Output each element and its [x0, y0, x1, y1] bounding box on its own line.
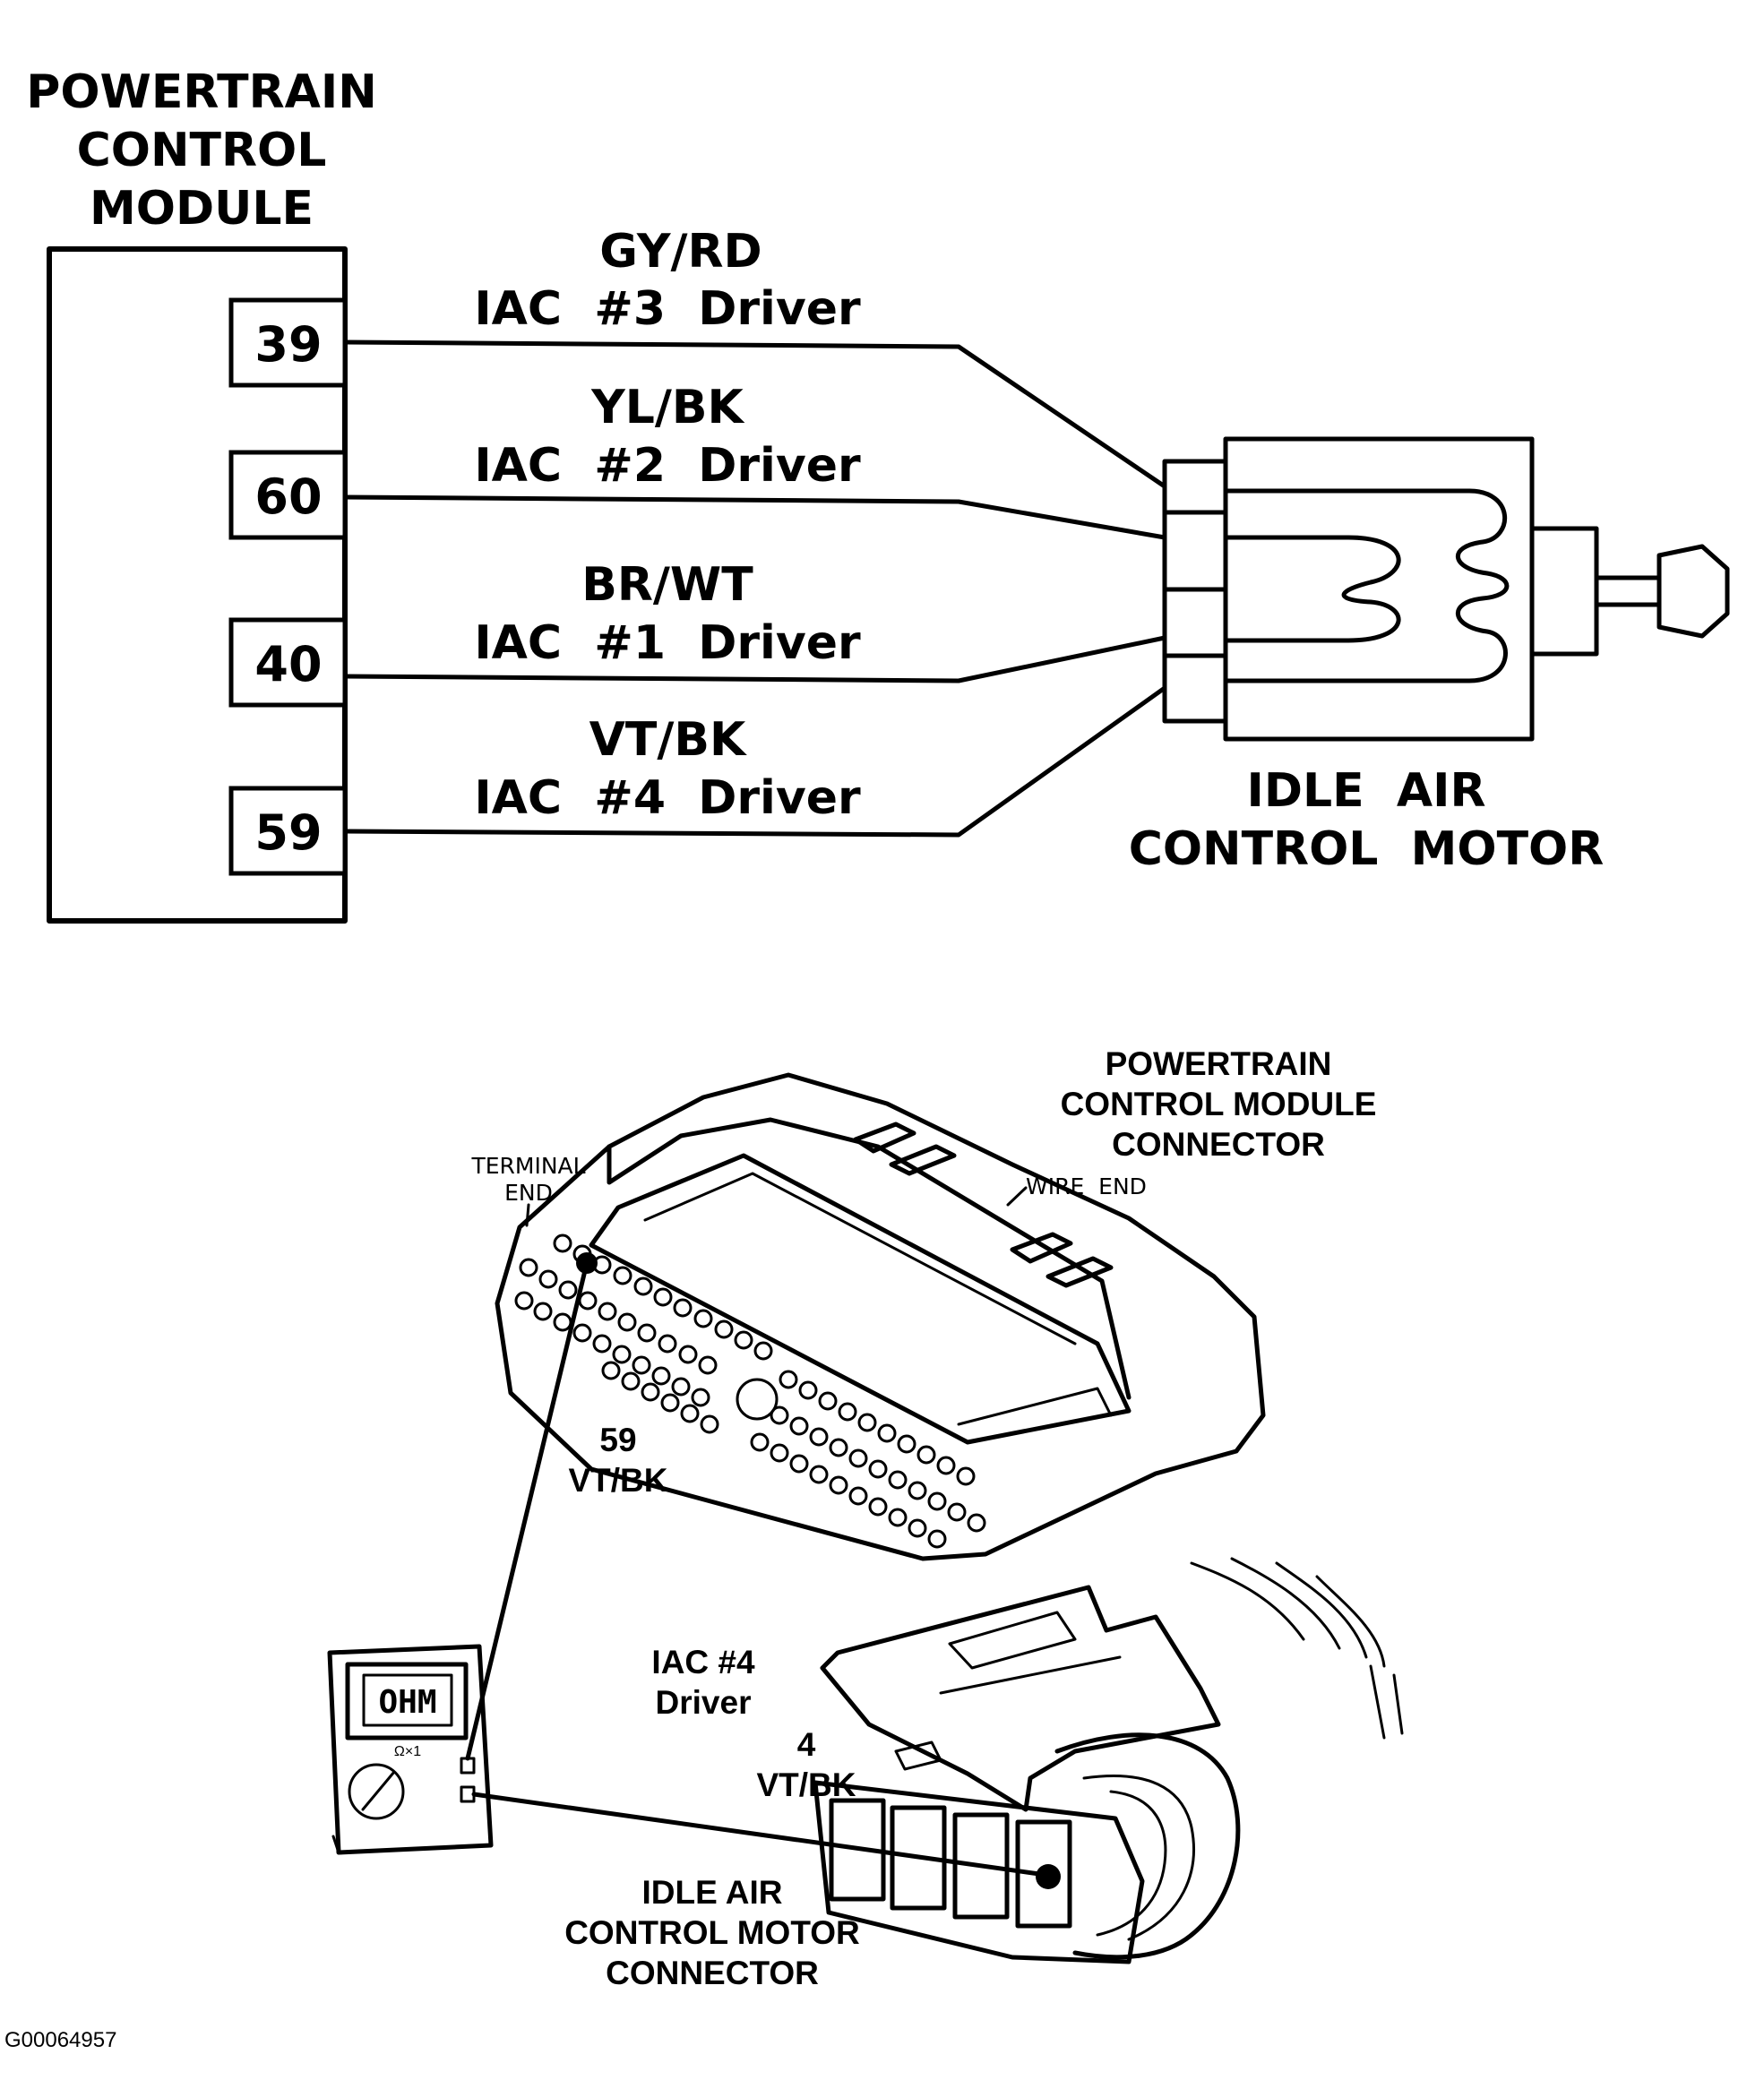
pin-number-59: 59 — [254, 804, 322, 861]
harness-wire-1 — [1190, 1561, 1305, 1641]
test-lead-positive — [465, 1260, 589, 1761]
wire-color-gy-rd: GY/RD — [599, 225, 762, 279]
wire-function-iac-1: IAC #1 Driver — [474, 616, 861, 670]
wire-iac-4 — [342, 685, 1167, 838]
motor-label-line-2: CONTROL MOTOR — [1129, 822, 1605, 876]
iac-terminal-cavity-4 — [1015, 1819, 1072, 1929]
iac-driver-label-line-1: IAC #4 — [651, 1644, 755, 1680]
idle-air-control-motor-symbol: IDLE AIR CONTROL MOTOR — [1129, 436, 1730, 876]
ohmmeter-display — [362, 1673, 453, 1727]
winding-leads-1 — [1223, 535, 1351, 643]
harness-wire-4 — [1315, 1575, 1386, 1668]
pin4-label-line-1: 4 — [797, 1726, 816, 1763]
iac-connector-body — [813, 1780, 1145, 1964]
pcm-connector-latch-1 — [853, 1122, 957, 1176]
ohmmeter-reading: OHM — [378, 1684, 436, 1721]
wire-color-br-wt: BR/WT — [581, 558, 753, 612]
ohmmeter-display-bezel — [345, 1662, 469, 1740]
wire-color-vt-bk: VT/BK — [589, 713, 747, 767]
pcm-title-line-1: POWERTRAIN — [26, 65, 377, 119]
wire-runs: GY/RD IAC #3 Driver YL/BK IAC #2 Driver … — [342, 225, 1167, 838]
pin4-label-line-2: VT/BK — [757, 1766, 856, 1803]
pin-box-39 — [228, 297, 348, 388]
wire-function-iac-2: IAC #2 Driver — [474, 439, 861, 493]
iac-connector-illustration: IAC #4 Driver 4 VT/BK IDLE AIR CONTROL M… — [564, 1557, 1404, 1991]
iac-boot-ridge-1 — [1082, 1774, 1195, 1941]
wire-color-yl-bk: YL/BK — [590, 381, 744, 434]
iac-latch-edge — [939, 1655, 1122, 1695]
pcm-connector-latch-2 — [1010, 1232, 1114, 1288]
pin-number-39: 39 — [254, 316, 322, 373]
test-leads — [465, 1260, 1042, 1877]
pcm-title-line-2: CONTROL — [77, 124, 327, 177]
pcm-connector-latch-rib — [957, 1387, 1113, 1426]
pcm-connector-housing — [495, 1072, 1266, 1561]
pin-box-40 — [228, 617, 348, 708]
pin-number-40: 40 — [254, 636, 322, 692]
pcm-connector-illustration: POWERTRAIN CONTROL MODULE CONNECTOR TERM… — [470, 1045, 1377, 1561]
iac-connector-label-line-2: CONTROL MOTOR — [564, 1914, 860, 1951]
pin-box-60 — [228, 450, 348, 540]
iac-driver-label-line-2: Driver — [656, 1684, 752, 1721]
pin59-label-line-1: 59 — [599, 1422, 636, 1458]
winding-coil-2 — [1455, 488, 1510, 683]
pcm-connector-label-line-1: POWERTRAIN — [1106, 1045, 1332, 1082]
probe-tip-pin-4 — [1036, 1864, 1061, 1889]
pcm-connector-top-edge — [607, 1117, 1132, 1400]
ohmmeter-range: Ω×1 — [394, 1744, 421, 1759]
winding-coil-1 — [1341, 535, 1401, 643]
figure-id: G00064957 — [4, 2028, 116, 2052]
iac-terminal-cavity-2 — [890, 1805, 947, 1911]
pcm-connector-cavity — [589, 1153, 1132, 1445]
ohmmeter: OHM Ω×1 — [327, 1644, 494, 1855]
wire-function-iac-4: IAC #4 Driver — [474, 771, 861, 825]
pcm-connector-cavity-rib — [643, 1172, 1077, 1345]
iac-connector-label-line-3: CONNECTOR — [606, 1955, 819, 1991]
harness-wire-ends — [1369, 1664, 1404, 1740]
test-lead-negative — [471, 1792, 1042, 1877]
terminal-end-label-line-2: END — [504, 1180, 553, 1206]
pin-box-59 — [228, 786, 348, 876]
terminal-end-label-line-1: TERMINAL — [470, 1153, 585, 1179]
motor-body — [1223, 436, 1535, 742]
pcm-terminal-cavities — [514, 1233, 986, 1549]
ohmmeter-body — [327, 1644, 494, 1855]
ohmmeter-selector-dial[interactable] — [348, 1763, 405, 1820]
harness-wire-3 — [1275, 1561, 1368, 1659]
iac-terminal-cavity-3 — [952, 1812, 1010, 1920]
iac-latch-slot — [948, 1611, 1077, 1670]
iac-latch-window — [894, 1740, 942, 1771]
wire-iac-1 — [342, 635, 1167, 683]
iac-boot-ridge-2 — [1096, 1790, 1167, 1937]
motor-shaft — [1594, 575, 1662, 607]
pcm-module-box — [47, 246, 348, 924]
motor-label-line-1: IDLE AIR — [1246, 764, 1485, 818]
iac-connector-latch — [820, 1585, 1221, 1812]
pcm-schematic: POWERTRAIN CONTROL MODULE 39 60 40 59 — [26, 65, 377, 924]
pcm-connector-label-line-2: CONTROL MODULE — [1061, 1086, 1377, 1122]
pin59-label-line-2: VT/BK — [569, 1462, 668, 1499]
iac-boot-outer — [1054, 1732, 1241, 1960]
pcm-title-line-3: MODULE — [90, 182, 314, 236]
pcm-connector-label-line-3: CONNECTOR — [1112, 1126, 1325, 1163]
motor-shaft-housing — [1529, 526, 1599, 657]
wire-iac-3 — [342, 340, 1167, 489]
iac-connector-label-line-1: IDLE AIR — [642, 1874, 783, 1911]
wire-iac-2 — [342, 494, 1167, 540]
winding-leads-2 — [1223, 488, 1472, 683]
harness-wire-2 — [1230, 1557, 1341, 1650]
pin-number-60: 60 — [254, 468, 322, 525]
motor-pintle — [1656, 544, 1730, 639]
wire-function-iac-3: IAC #3 Driver — [474, 282, 861, 336]
